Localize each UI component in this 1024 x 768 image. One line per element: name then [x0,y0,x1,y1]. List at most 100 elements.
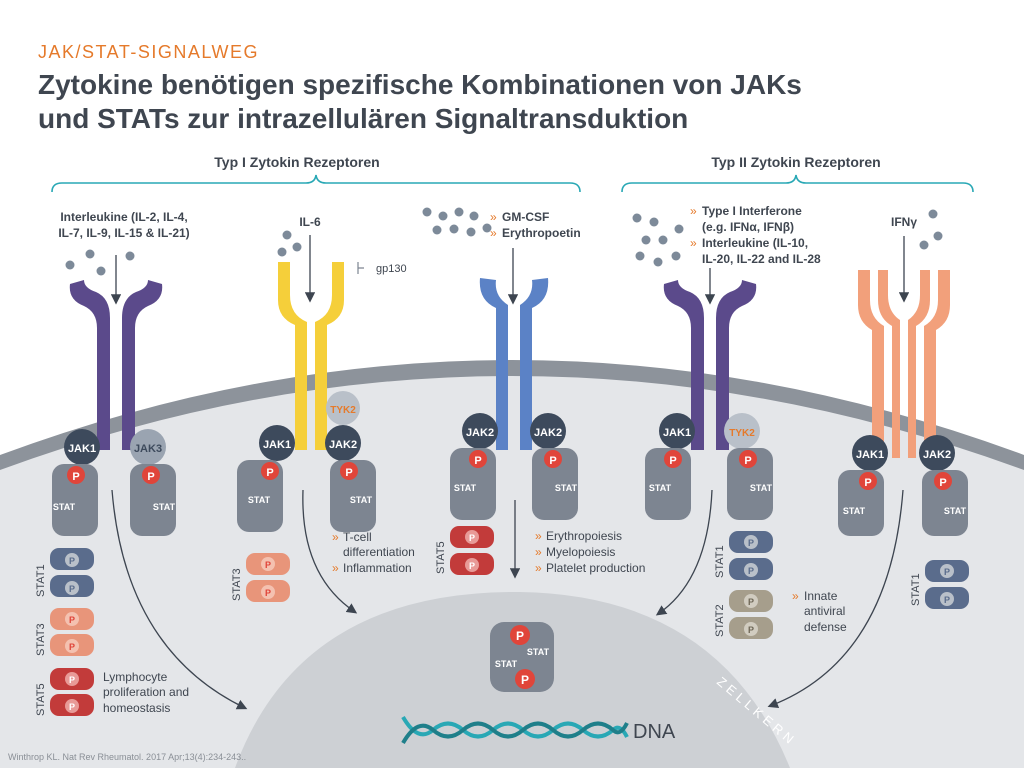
svg-text:JAK2: JAK2 [923,449,951,461]
ifn1-receptor-left [663,280,704,450]
svg-text:P: P [864,477,871,489]
ifn1-ligand-line2: (e.g. IFNα, IFNβ) [702,220,794,234]
svg-text:P: P [69,556,75,566]
il6-receptor [268,262,307,450]
svg-text:STAT2: STAT2 [714,604,726,637]
svg-text:P: P [266,467,273,479]
svg-text:STAT: STAT [944,506,967,516]
gp130-label: gp130 [376,263,407,275]
svg-text:STAT: STAT [843,506,866,516]
svg-text:Erythropoiesis: Erythropoiesis [546,529,622,543]
il2-jak3: JAK3 [130,429,166,465]
svg-text:STAT: STAT [555,483,578,493]
dimer-stat1-col1: P P STAT1 [35,548,94,597]
svg-text:»: » [535,529,542,543]
ifn1-ligand-dots [632,213,684,267]
svg-text:STAT1: STAT1 [714,545,726,578]
svg-text:STAT5: STAT5 [35,683,47,716]
dna-helix [401,715,629,745]
svg-text:STAT: STAT [350,495,373,505]
outcome-hematopoiesis: » Erythropoiesis » Myelopoiesis » Platel… [535,529,645,575]
gmcsf-chevron-1: » [490,210,497,224]
section-kicker: JAK/STAT-SIGNALWEG [38,42,260,62]
il2-receptor-left [69,280,110,450]
svg-text:P: P [69,615,75,625]
svg-text:P: P [345,467,352,479]
svg-text:P: P [516,629,524,643]
svg-text:Lymphocyte: Lymphocyte [103,670,168,684]
gmcsf-ligand-line1: GM-CSF [502,210,549,224]
il2-ligand-line2: IL-7, IL-9, IL-15 & IL-21) [58,226,189,240]
svg-text:»: » [792,589,799,603]
svg-text:STAT5: STAT5 [435,541,447,574]
svg-text:STAT: STAT [750,483,773,493]
svg-text:JAK3: JAK3 [134,443,162,455]
gmcsf-chevron-2: » [490,226,497,240]
svg-text:P: P [69,702,75,712]
il2-ligand-line1: Interleukine (IL-2, IL-4, [60,210,187,224]
citation: Winthrop KL. Nat Rev Rheumatol. 2017 Apr… [8,752,247,762]
il6-jak1: JAK1 [259,425,295,461]
svg-text:STAT: STAT [454,483,477,493]
svg-text:P: P [944,595,950,605]
title-line-1: Zytokine benötigen spezifische Kombinati… [38,69,802,100]
ifn1-ligand-line4: IL-20, IL-22 and IL-28 [702,252,821,266]
svg-text:JAK1: JAK1 [68,443,96,455]
outcome-lymphocyte: Lymphocyte proliferation and homeostasis [103,670,189,715]
svg-text:Platelet production: Platelet production [546,561,645,575]
svg-text:STAT: STAT [527,647,550,657]
svg-text:»: » [535,561,542,575]
type1-brace [51,174,581,193]
il6-stat-left: P STAT [237,460,283,532]
receptor-ifn1: » Type I Interferone (e.g. IFNα, IFNβ) »… [632,204,821,520]
svg-text:T-cell: T-cell [343,530,372,544]
title-line-2: und STATs zur intrazellulären Signaltran… [38,103,689,134]
il6-jak2: JAK2 [325,425,361,461]
svg-text:STAT: STAT [248,495,271,505]
svg-text:Inflammation: Inflammation [343,561,412,575]
svg-text:P: P [521,673,529,687]
outcome-antiviral: » Innate antiviral defense [792,589,847,634]
il6-ligand: IL-6 [299,215,321,229]
svg-text:homeostasis: homeostasis [103,701,170,715]
signal-arrows [111,489,904,710]
svg-text:STAT1: STAT1 [910,573,922,606]
svg-text:P: P [265,588,271,598]
type2-brace [621,174,974,193]
ifng-ligand-dots [919,209,943,250]
ifng-ligand: IFNγ [891,215,917,229]
dna-label: DNA [633,721,676,743]
ifn1-receptor-right [716,280,757,450]
gmcsf-receptor-right [520,278,549,450]
gmcsf-receptor-left [479,278,508,450]
il6-stat-right: P STAT [330,460,376,532]
ifng-jak1: JAK1 [852,435,888,471]
ifng-jak2: JAK2 [919,435,955,471]
receptor-il2: Interleukine (IL-2, IL-4, IL-7, IL-9, IL… [52,210,190,536]
svg-text:proliferation and: proliferation and [103,685,189,699]
svg-text:»: » [535,545,542,559]
svg-text:STAT3: STAT3 [231,568,243,601]
svg-text:P: P [69,584,75,594]
page-title: Zytokine benötigen spezifische Kombinati… [38,68,998,136]
svg-text:JAK1: JAK1 [856,449,884,461]
ifn1-ligand-line3: Interleukine (IL-10, [702,236,808,250]
svg-text:STAT1: STAT1 [35,564,47,597]
ifn1-tyk2: TYK2 [724,413,760,449]
svg-text:Innate: Innate [804,589,838,603]
svg-text:P: P [944,567,950,577]
dimer-stat2-col4: P P STAT2 [714,590,773,639]
svg-text:STAT3: STAT3 [35,623,47,656]
svg-text:antiviral: antiviral [804,604,845,618]
svg-text:P: P [469,533,475,543]
svg-text:JAK2: JAK2 [329,439,357,451]
svg-text:JAK1: JAK1 [663,427,691,439]
type1-label: Typ I Zytokin Rezeptoren [214,154,379,170]
gmcsf-ligand-dots [422,207,492,237]
